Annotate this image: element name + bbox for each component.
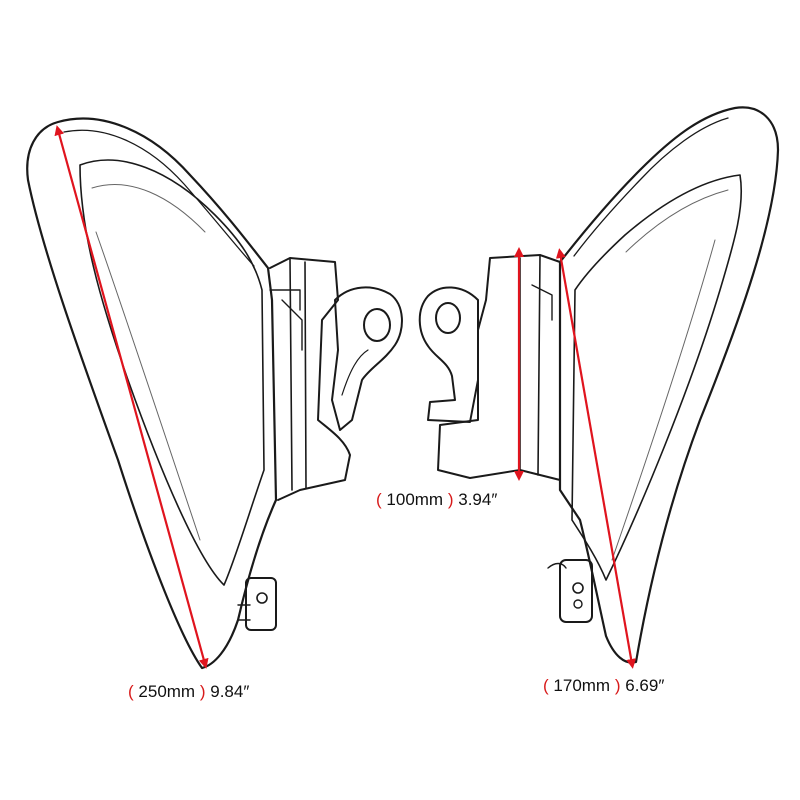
label-imperial: 6.69″ xyxy=(625,676,665,695)
left-deflector xyxy=(26,117,403,670)
label-close-paren: ) xyxy=(614,676,621,695)
label-imperial: 9.84″ xyxy=(210,682,250,701)
dimension-arrow-170mm xyxy=(555,248,637,669)
label-metric: 100mm xyxy=(386,490,444,509)
label-metric: 170mm xyxy=(553,676,611,695)
label-close-paren: ) xyxy=(447,490,454,509)
label-metric: 250mm xyxy=(138,682,196,701)
dimension-label-100mm: ( 100mm ) 3.94″ xyxy=(376,490,497,510)
dimension-label-250mm: ( 250mm ) 9.84″ xyxy=(128,682,249,702)
dimension-label-170mm: ( 170mm ) 6.69″ xyxy=(543,676,664,696)
label-close-paren: ) xyxy=(199,682,206,701)
right-deflector xyxy=(418,106,780,664)
dimension-arrow-250mm xyxy=(54,125,209,669)
label-imperial: 3.94″ xyxy=(458,490,498,509)
label-open-paren: ( xyxy=(128,682,134,701)
label-open-paren: ( xyxy=(376,490,382,509)
label-open-paren: ( xyxy=(543,676,549,695)
